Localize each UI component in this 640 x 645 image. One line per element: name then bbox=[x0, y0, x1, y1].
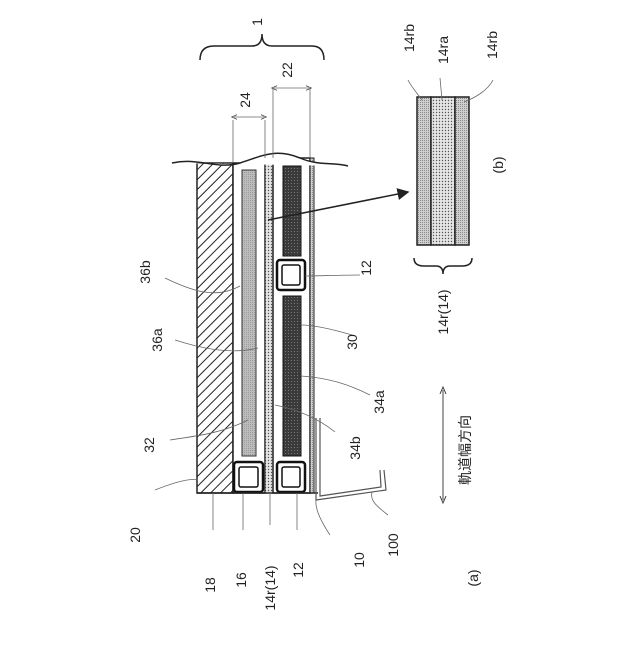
label-12-right: 12 bbox=[358, 260, 374, 276]
label-14ra: 14ra bbox=[435, 36, 451, 64]
label-36b: 36b bbox=[137, 260, 153, 284]
label-30: 30 bbox=[344, 334, 360, 350]
label-direction: 軌道幅方向 bbox=[457, 415, 473, 485]
layer-22 bbox=[273, 158, 310, 493]
label-24: 24 bbox=[237, 92, 253, 108]
label-14rb-left: 14rb bbox=[401, 24, 417, 52]
layer-14r bbox=[265, 158, 273, 493]
label-32: 32 bbox=[141, 437, 157, 453]
label-36a: 36a bbox=[149, 328, 165, 352]
label-part-b: (b) bbox=[490, 156, 506, 173]
layer-16 bbox=[233, 163, 265, 493]
label-34b: 34b bbox=[347, 436, 363, 460]
enlarged-layer-14r bbox=[417, 97, 469, 245]
label-34a: 34a bbox=[371, 390, 387, 414]
tube-12-upper bbox=[277, 260, 305, 290]
label-14r14: 14r(14) bbox=[262, 565, 278, 610]
brace-1 bbox=[200, 34, 324, 60]
label-100: 100 bbox=[385, 533, 401, 557]
label-10: 10 bbox=[351, 552, 367, 568]
label-14r14-b: 14r(14) bbox=[435, 289, 451, 334]
label-16: 16 bbox=[233, 572, 249, 588]
label-1: 1 bbox=[249, 18, 265, 26]
tube-16 bbox=[234, 462, 263, 492]
tube-12-lower bbox=[277, 462, 305, 492]
label-22: 22 bbox=[279, 62, 295, 78]
label-20: 20 bbox=[127, 527, 143, 543]
brace-b bbox=[414, 258, 472, 274]
label-12-bottom: 12 bbox=[290, 562, 306, 578]
label-part-a: (a) bbox=[465, 569, 481, 586]
label-18: 18 bbox=[202, 577, 218, 593]
label-14rb-right: 14rb bbox=[484, 31, 500, 59]
layer-18-hatched bbox=[197, 163, 233, 493]
